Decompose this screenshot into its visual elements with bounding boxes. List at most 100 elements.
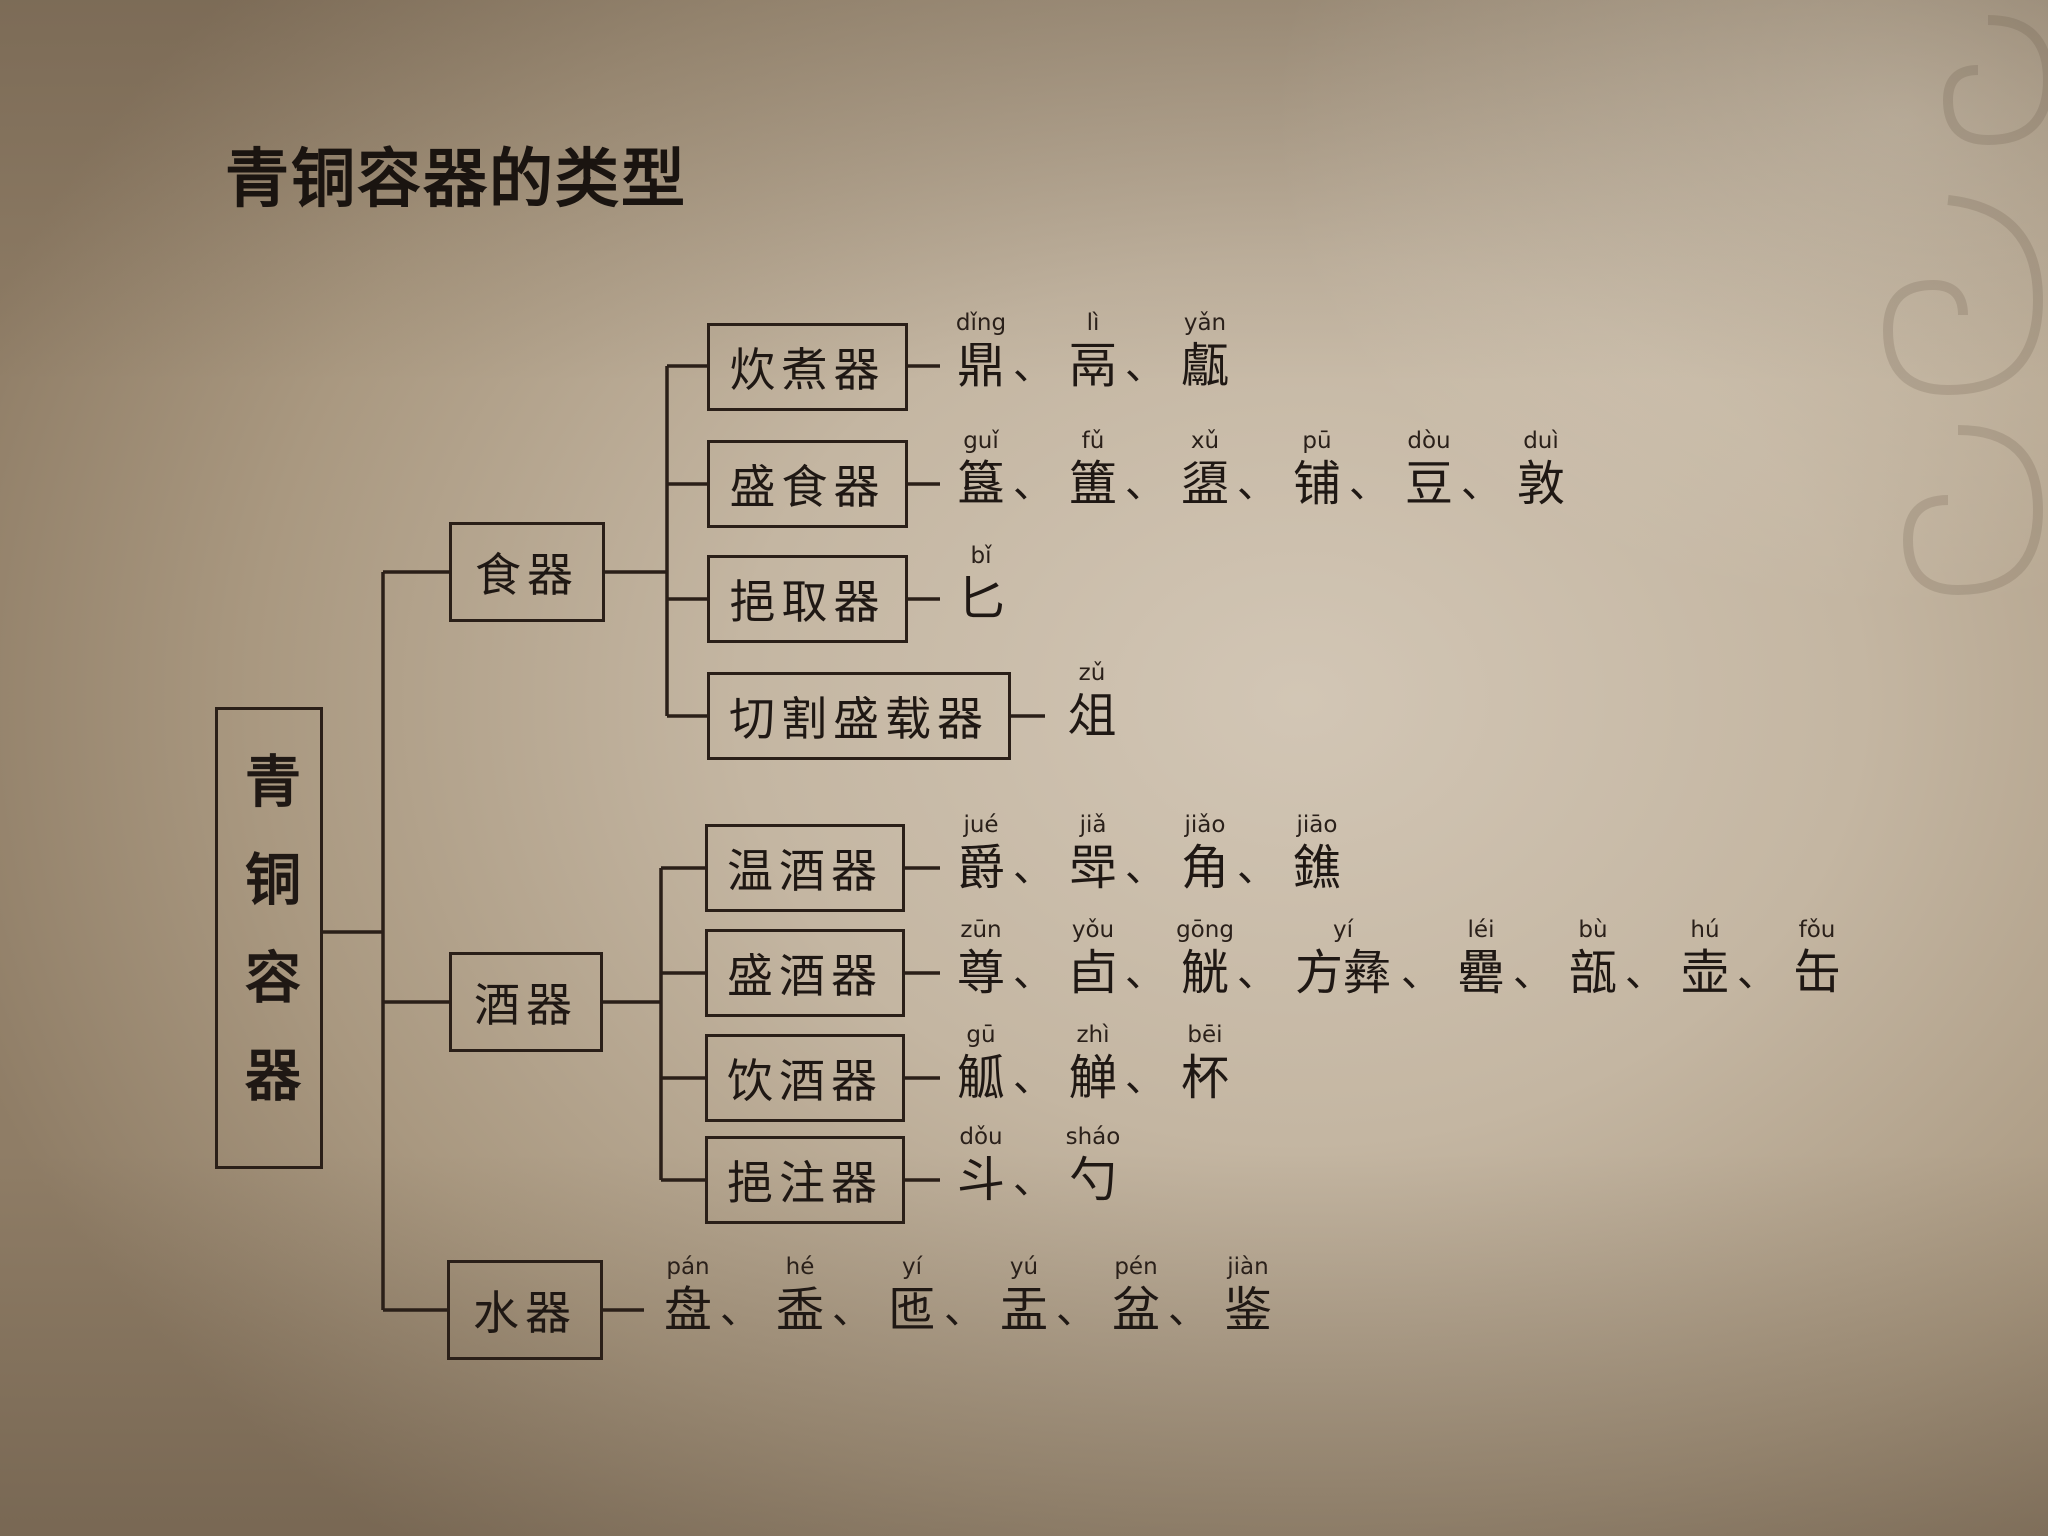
vessel-name: 鉴 bbox=[1223, 1282, 1272, 1338]
sub-drinking-vessels: 饮酒器 bbox=[705, 1034, 905, 1122]
category-water-vessels: 水器 bbox=[447, 1260, 603, 1360]
sub-cutting-serving-vessels: 切割盛载器 bbox=[707, 672, 1011, 760]
vessel-pinyin: dǐng bbox=[955, 310, 1007, 336]
vessel-name: 簠 bbox=[1068, 456, 1117, 512]
vessel-name: 尊 bbox=[956, 945, 1005, 1001]
vessel-pinyin: léi bbox=[1467, 917, 1495, 943]
vessel-name: 盆 bbox=[1111, 1282, 1160, 1338]
vessel-pinyin: fǒu bbox=[1798, 917, 1836, 943]
list-separator: 、 bbox=[1125, 1055, 1165, 1101]
list-separator: 、 bbox=[944, 1287, 984, 1333]
list-separator: 、 bbox=[1013, 1055, 1053, 1101]
vessel-name: 斝 bbox=[1068, 840, 1117, 896]
vessel-pinyin: yǒu bbox=[1071, 917, 1115, 943]
root-node-bronze-vessels: 青铜容器 bbox=[215, 707, 323, 1169]
sub-cooking-vessels: 炊煮器 bbox=[707, 323, 908, 411]
list-separator: 、 bbox=[1461, 461, 1501, 507]
list-separator: 、 bbox=[1125, 343, 1165, 389]
cloud-pattern-ornament bbox=[1882, 15, 2048, 596]
sub-ladling-utensils: 挹取器 bbox=[707, 555, 908, 643]
list-separator: 、 bbox=[1237, 461, 1277, 507]
vessel-name: 缶 bbox=[1792, 945, 1841, 1001]
vessel-name: 壶 bbox=[1680, 945, 1729, 1001]
vessel-pinyin: zhì bbox=[1076, 1022, 1110, 1048]
vessel-pinyin: yú bbox=[1009, 1254, 1039, 1280]
list-separator: 、 bbox=[1013, 1157, 1053, 1203]
vessel-name: 鬲 bbox=[1068, 338, 1117, 394]
vessel-pinyin: jiǎ bbox=[1079, 812, 1107, 838]
vessel-pinyin: bēi bbox=[1187, 1022, 1223, 1048]
vessel-pinyin: pán bbox=[666, 1254, 710, 1280]
page-title: 青铜容器的类型 bbox=[225, 142, 687, 217]
vessel-name: 盨 bbox=[1180, 456, 1229, 512]
vessel-pinyin: gū bbox=[966, 1022, 996, 1048]
list-separator: 、 bbox=[1056, 1287, 1096, 1333]
category-wine-vessels: 酒器 bbox=[449, 952, 603, 1052]
vessel-pinyin: pén bbox=[1114, 1254, 1158, 1280]
list-separator: 、 bbox=[1125, 845, 1165, 891]
vessel-name: 盉 bbox=[775, 1282, 824, 1338]
vessel-name: 敦 bbox=[1516, 456, 1565, 512]
vessel-name: 鼎 bbox=[956, 338, 1005, 394]
vessel-name: 罍 bbox=[1456, 945, 1505, 1001]
vessel-name: 盂 bbox=[999, 1282, 1048, 1338]
vessel-pinyin: duì bbox=[1523, 428, 1559, 454]
list-separator: 、 bbox=[1013, 845, 1053, 891]
vessel-pinyin: yí bbox=[901, 1254, 922, 1280]
vessel-name: 觚 bbox=[956, 1050, 1005, 1106]
vessel-name: 觯 bbox=[1068, 1050, 1117, 1106]
list-separator: 、 bbox=[1168, 1287, 1208, 1333]
list-separator: 、 bbox=[1237, 845, 1277, 891]
sub-food-containers: 盛食器 bbox=[707, 440, 908, 528]
list-separator: 、 bbox=[1013, 461, 1053, 507]
vessel-pinyin: dòu bbox=[1407, 428, 1451, 454]
vessel-pinyin: bù bbox=[1578, 917, 1608, 943]
list-separator: 、 bbox=[1401, 950, 1441, 996]
vessel-pinyin: yí bbox=[1332, 917, 1353, 943]
vessel-pinyin: sháo bbox=[1065, 1124, 1121, 1150]
vessel-name: 盘 bbox=[663, 1282, 712, 1338]
vessel-pinyin: gōng bbox=[1176, 917, 1234, 943]
list-separator: 、 bbox=[1125, 950, 1165, 996]
list-separator: 、 bbox=[1737, 950, 1777, 996]
vessel-name: 杯 bbox=[1180, 1050, 1229, 1106]
vessel-pinyin: dǒu bbox=[959, 1124, 1003, 1150]
vessel-pinyin: jiǎo bbox=[1184, 812, 1226, 838]
vessel-pinyin: jiàn bbox=[1227, 1254, 1269, 1280]
vessel-name: 匕 bbox=[956, 571, 1005, 627]
vessel-pinyin: zǔ bbox=[1078, 660, 1106, 686]
